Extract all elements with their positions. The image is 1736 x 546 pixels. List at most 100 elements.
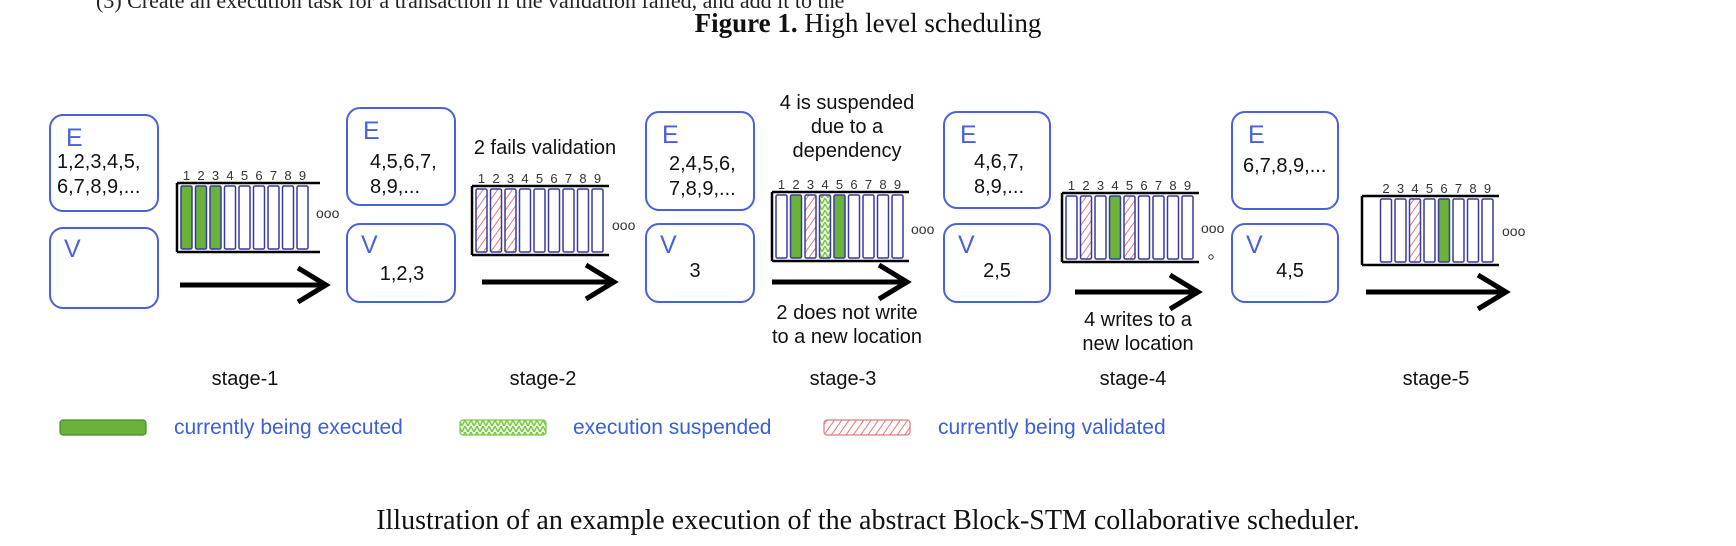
- transaction-index-label: 4: [1411, 181, 1418, 196]
- execution-set-label: E: [960, 121, 977, 149]
- transaction-slot-empty: [1481, 198, 1494, 263]
- transaction-index-label: 7: [1455, 181, 1462, 196]
- transaction-index-label: 4: [226, 168, 233, 183]
- annotation-below: 2 does not write: [776, 302, 917, 324]
- execution-set-values: 4,5,6,7,: [370, 151, 437, 173]
- annotation-above: 4 is suspended: [780, 92, 915, 114]
- transaction-index-label: 1: [1068, 178, 1075, 193]
- continuation-dots: ooo: [1201, 220, 1225, 236]
- transaction-index-label: 7: [865, 177, 872, 192]
- execution-set-label: E: [662, 121, 679, 149]
- transaction-slot-val: [804, 194, 817, 259]
- transaction-index-label: 2: [492, 171, 499, 186]
- legend-label: currently being executed: [174, 416, 403, 439]
- execution-set-values: 6,7,8,9,...: [1243, 155, 1326, 177]
- execution-set-box: [346, 107, 456, 206]
- execution-set-values: 4,6,7,: [974, 151, 1024, 173]
- transaction-slot-susp: [818, 194, 832, 259]
- annotation-above: 2 fails validation: [474, 137, 616, 159]
- execution-set-label: E: [1248, 121, 1265, 149]
- validation-set-box: [346, 223, 456, 303]
- validation-set-label: V: [660, 231, 677, 259]
- transaction-index-label: 8: [579, 171, 586, 186]
- transaction-slot-empty: [1423, 198, 1436, 263]
- transaction-slot-val: [1123, 195, 1136, 260]
- transaction-index-label: 7: [565, 171, 572, 186]
- transaction-index-label: 5: [836, 177, 843, 192]
- transaction-slot-exec: [789, 194, 803, 259]
- transaction-index-label: 2: [1082, 178, 1089, 193]
- execution-set-values: 7,8,9,...: [669, 178, 736, 200]
- transaction-index-label: 5: [1126, 178, 1133, 193]
- transaction-slot-empty: [1094, 195, 1107, 260]
- annotation-below: new location: [1082, 333, 1193, 355]
- execution-set-box: [645, 111, 755, 211]
- transaction-index-label: 7: [270, 168, 277, 183]
- legend-swatch-val: [823, 419, 911, 436]
- continuation-dots: ooo: [911, 221, 935, 237]
- transaction-index-label: 7: [1155, 178, 1162, 193]
- transaction-index-label: 5: [1426, 181, 1433, 196]
- transaction-slot-empty: [1452, 198, 1465, 263]
- stage-label: stage-2: [510, 368, 577, 390]
- validation-set-label: V: [64, 235, 81, 263]
- execution-set-label: E: [363, 117, 380, 145]
- transaction-slot-empty: [252, 185, 266, 250]
- validation-set-box: [49, 227, 159, 309]
- execution-set-values: 6,7,8,9,...: [57, 176, 140, 198]
- transaction-slot-exec: [194, 185, 208, 250]
- execution-set-box: [943, 111, 1051, 209]
- transaction-slot-empty: [267, 185, 280, 250]
- stage-label: stage-5: [1403, 368, 1470, 390]
- transaction-index-label: 1: [478, 171, 485, 186]
- transaction-slot-empty: [591, 188, 604, 253]
- figure-caption: Illustration of an example execution of …: [376, 505, 1360, 536]
- transaction-slot-val: [504, 188, 517, 253]
- transaction-index-label: 4: [521, 171, 528, 186]
- transaction-slot-exec: [1108, 195, 1122, 260]
- transaction-index-label: 6: [1140, 178, 1147, 193]
- cut-off-text-line: (3) Create an execution task for a trans…: [96, 0, 845, 13]
- transaction-index-label: 8: [284, 168, 291, 183]
- transaction-slot-empty: [1137, 195, 1151, 260]
- transaction-index-label: 5: [241, 168, 248, 183]
- transaction-slot-empty: [847, 194, 861, 259]
- transaction-slot-empty: [1166, 195, 1180, 260]
- validation-set-values: 3: [689, 260, 700, 282]
- validation-set-values: 4,5: [1276, 260, 1304, 282]
- transaction-index-label: 6: [1440, 181, 1447, 196]
- transaction-slot-empty: [1065, 195, 1078, 260]
- transaction-slot-exec: [180, 185, 193, 250]
- legend-label: currently being validated: [938, 416, 1166, 439]
- transaction-slot-empty: [1394, 198, 1407, 263]
- validation-set-label: V: [361, 231, 378, 259]
- transaction-index-label: 6: [550, 171, 557, 186]
- legend-swatch-susp: [459, 419, 547, 436]
- transaction-index-label: 3: [1397, 181, 1404, 196]
- transaction-index-label: 1: [183, 168, 190, 183]
- transaction-slot-empty: [1152, 195, 1165, 260]
- execution-set-values: 2,4,5,6,: [669, 153, 736, 175]
- transaction-index-label: 3: [1097, 178, 1104, 193]
- transaction-index-label: 8: [1169, 178, 1176, 193]
- validation-set-label: V: [958, 231, 975, 259]
- transaction-index-label: 9: [1484, 181, 1491, 196]
- legend-swatch-exec: [59, 419, 147, 436]
- figure-title-text: High level scheduling: [804, 8, 1042, 38]
- transaction-slot-empty: [891, 194, 904, 259]
- execution-set-label: E: [66, 124, 83, 152]
- transaction-slot-val: [1408, 198, 1422, 263]
- transaction-index-label: 8: [879, 177, 886, 192]
- annotation-below: to a new location: [772, 326, 922, 348]
- transaction-index-label: 3: [807, 177, 814, 192]
- transaction-slot-empty: [281, 185, 295, 250]
- continuation-dots: ooo: [1502, 223, 1526, 239]
- execution-set-values: 8,9,...: [370, 176, 420, 198]
- continuation-dots: ooo: [612, 217, 636, 233]
- execution-set-box: [49, 114, 159, 212]
- transaction-index-label: 9: [299, 168, 306, 183]
- transaction-slot-empty: [1181, 195, 1194, 260]
- transaction-slot-exec: [833, 194, 846, 259]
